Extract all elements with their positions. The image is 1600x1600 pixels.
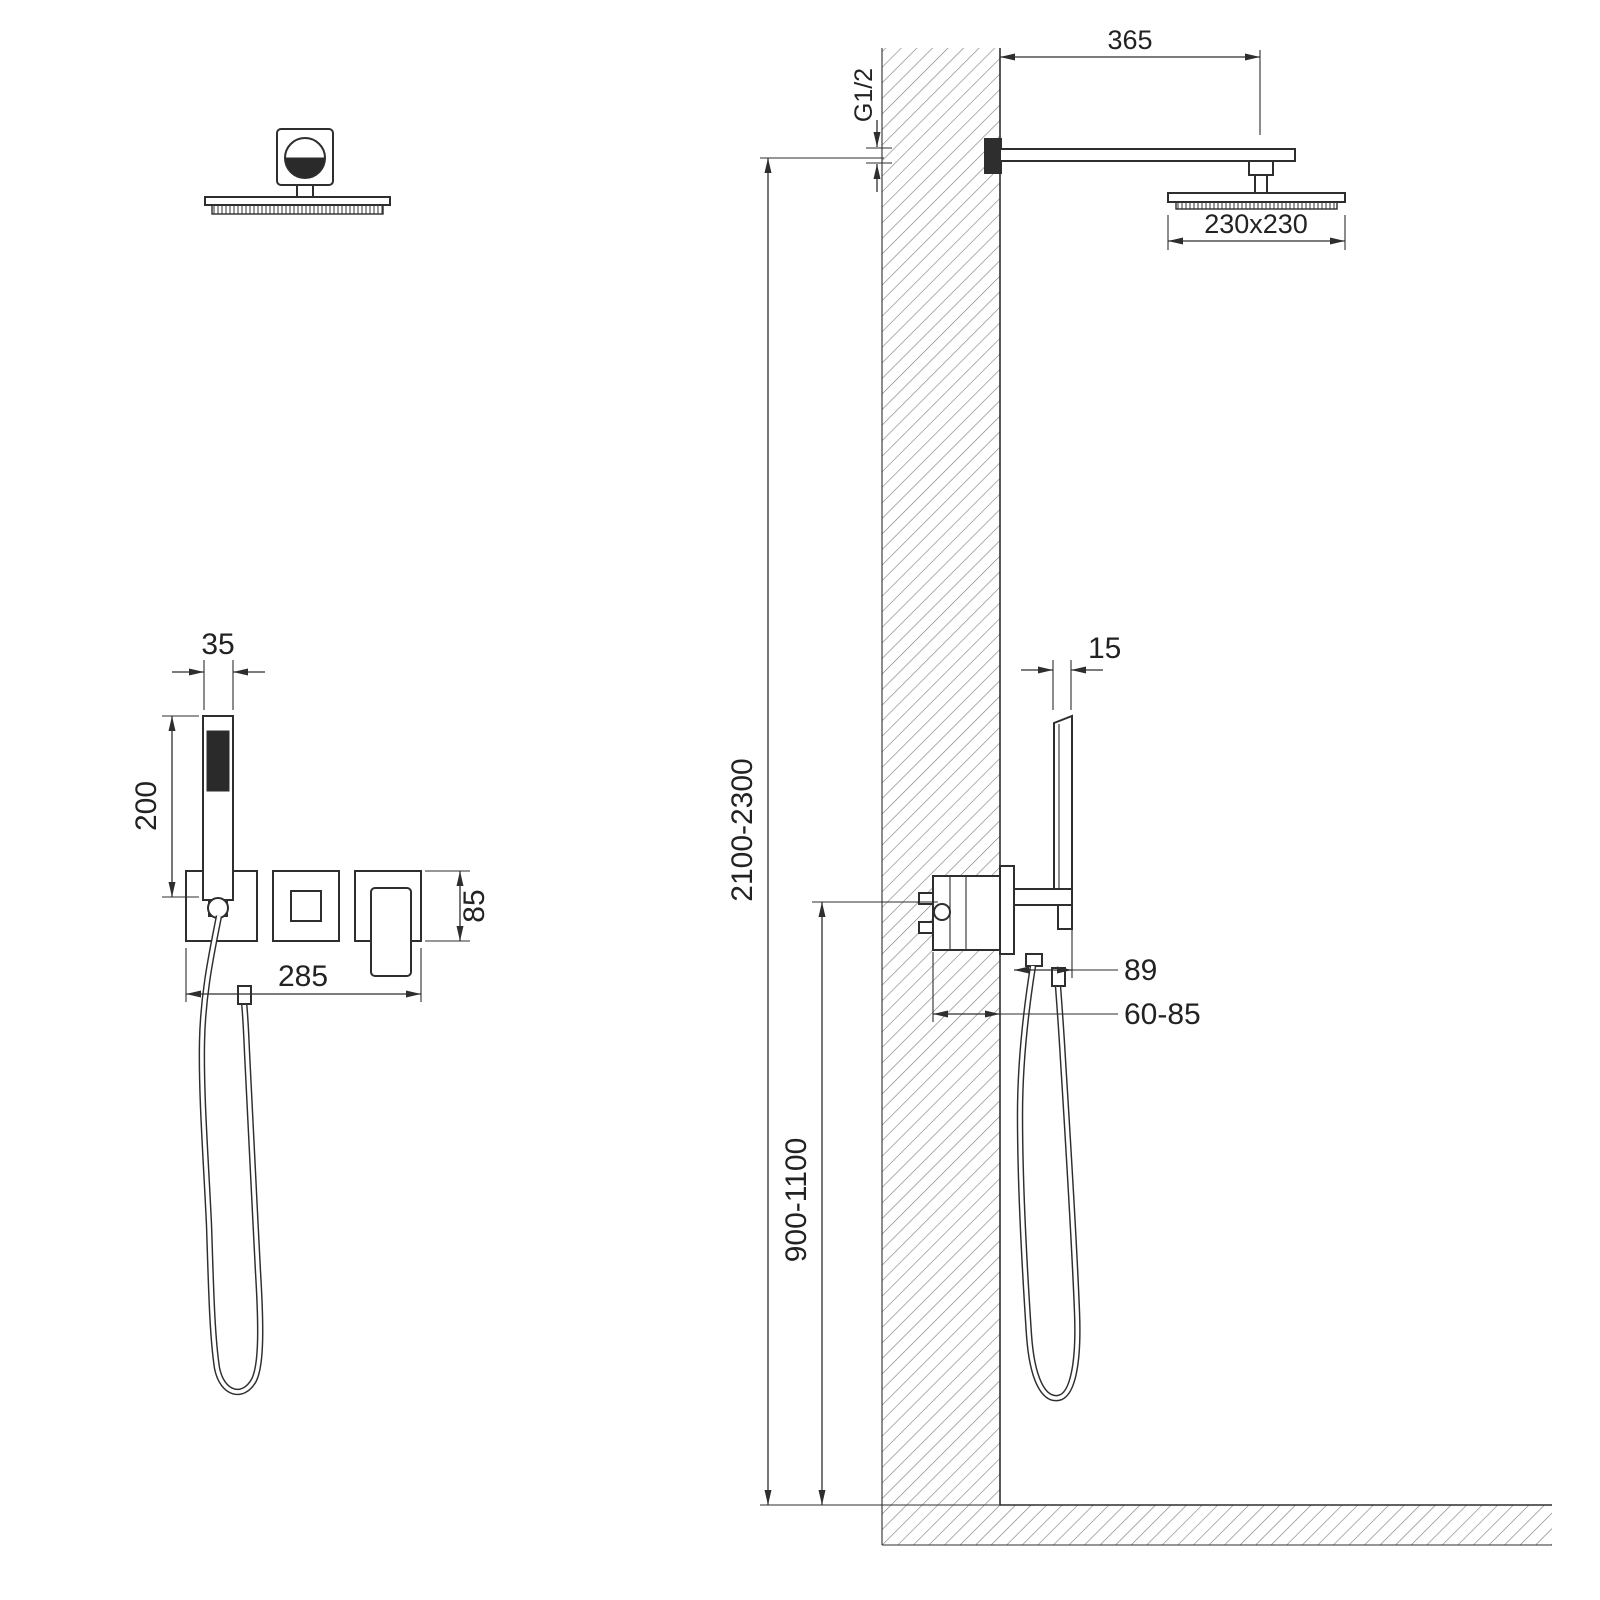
wall-hatch: [882, 48, 1000, 1545]
rain-shower-side: [984, 138, 1346, 210]
floor-section: [882, 1504, 1552, 1546]
side-view: 365 G1/2 230x230 2100-2300: [726, 25, 1552, 1546]
wall-section: [881, 48, 1001, 1545]
dim-handshower-length: 200: [130, 715, 199, 898]
dim-trim-height-label: 85: [458, 889, 491, 922]
head-neck: [296, 184, 314, 198]
head-plate-side: [1167, 192, 1346, 203]
head-plate-front: [204, 196, 391, 206]
dim-rough-in-label: 60-85: [1124, 998, 1201, 1031]
hose-outlet-side: [1025, 953, 1043, 967]
shower-arm: [999, 148, 1296, 162]
ball-joint-shading: [284, 157, 326, 179]
dim-head-size-label: 230x230: [1204, 209, 1308, 239]
head-stem: [1254, 174, 1268, 194]
floor-hatch: [1000, 1505, 1552, 1545]
dim-mixer-height: 900-1100: [780, 901, 938, 1505]
dim-overall-height: 2100-2300: [726, 157, 1000, 1506]
head-spray-face-side: [1175, 201, 1338, 210]
hand-shower-side: [1053, 714, 1073, 901]
mixer-lever-front: [370, 887, 412, 977]
hand-shower-wand-side: [1053, 714, 1073, 901]
dim-handshower-width: 35: [172, 628, 265, 710]
dim-trim-height: 85: [425, 870, 491, 942]
mixer-cartridge-circle: [933, 903, 951, 921]
hose-side: [1016, 965, 1081, 1402]
hose-end-connector-front: [237, 985, 252, 1005]
supply-stub-bottom: [918, 921, 934, 934]
mixer-escutcheon-side: [999, 865, 1015, 955]
arm-wall-flange: [984, 138, 1002, 174]
dim-handshower-width-label: 35: [201, 628, 234, 661]
mixer-handle-side: [1013, 888, 1073, 906]
dim-handshower-length-label: 200: [130, 781, 163, 831]
rain-shower-front: [204, 128, 391, 215]
dim-trim-width: 285: [185, 948, 422, 1002]
head-connector: [1248, 160, 1274, 176]
wand-spray-face: [206, 730, 230, 792]
dim-overall-height-label: 2100-2300: [726, 758, 759, 901]
dim-projection-label: 89: [1124, 954, 1157, 987]
dim-mixer-height-label: 900-1100: [780, 1138, 813, 1263]
front-view: 35 200 285 85: [130, 128, 491, 1396]
dim-arm-length: 365: [1000, 25, 1261, 135]
dim-head-size: 230x230: [1167, 209, 1346, 250]
hose-front: [198, 915, 264, 1396]
dim-arm-length-label: 365: [1107, 25, 1152, 55]
holder-clamp-nut: [207, 897, 229, 919]
dim-thread: G1/2: [850, 68, 892, 192]
dim-handshower-thickness: 15: [1021, 632, 1121, 710]
diverter-button: [290, 890, 322, 922]
mixer-side: [918, 865, 1073, 967]
hand-shower-front: [202, 715, 234, 919]
hose-end-connector-side: [1051, 967, 1066, 987]
dim-handshower-thickness-label: 15: [1088, 632, 1121, 665]
mixer-handle-grip: [1057, 904, 1073, 930]
thread-label: G1/2: [850, 68, 878, 122]
dim-rough-in: 60-85: [932, 952, 1201, 1031]
dim-projection: 89: [1014, 910, 1157, 987]
head-spray-face-front: [211, 204, 384, 215]
dim-trim-width-label: 285: [278, 960, 328, 993]
